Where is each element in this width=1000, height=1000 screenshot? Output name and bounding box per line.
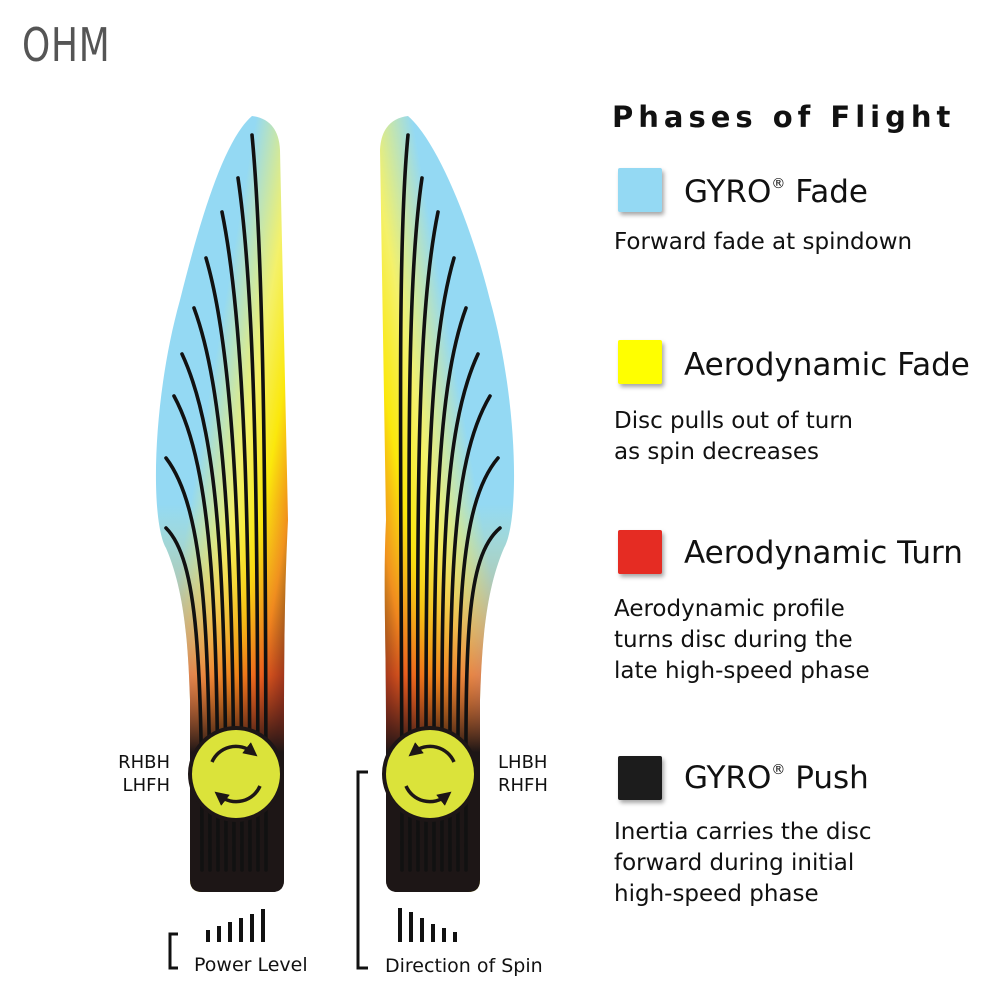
- right-throw-types: LHBH RHFH: [498, 752, 548, 796]
- left-flight-path: [155, 116, 288, 892]
- swatch-gyro-push: [618, 756, 662, 800]
- phase-desc-aero-turn: Aerodynamic profile turns disc during th…: [614, 596, 870, 684]
- phase-name-gyro-push: GYRO® Push: [684, 760, 869, 796]
- right-flight-path: [380, 116, 515, 892]
- legend-title: Phases of Flight: [612, 100, 956, 134]
- phase-desc-aero-fade: Disc pulls out of turn as spin decreases: [614, 408, 853, 465]
- swatch-aero-turn: [618, 530, 662, 574]
- phase-desc-gyro-push: Inertia carries the disc forward during …: [614, 819, 872, 907]
- left-throw-types: RHBH LHFH: [118, 752, 170, 796]
- phase-name-gyro-fade: GYRO® Fade: [684, 174, 868, 210]
- direction-of-spin-icon: [356, 770, 457, 970]
- phase-desc-gyro-fade: Forward fade at spindown: [614, 229, 913, 255]
- brand-logo: OHM: [22, 18, 111, 72]
- direction-of-spin-label: Direction of Spin: [385, 955, 543, 977]
- phase-name-aero-turn: Aerodynamic Turn: [684, 535, 963, 571]
- left-spin-knob: [188, 726, 284, 822]
- phase-name-aero-fade: Aerodynamic Fade: [684, 347, 970, 383]
- right-spin-knob: [382, 726, 478, 822]
- right-spin-arrows-icon: [404, 742, 456, 806]
- swatch-gyro-fade: [618, 168, 662, 212]
- power-level-icon: [168, 909, 265, 970]
- swatch-aero-fade: [618, 340, 662, 384]
- left-spin-arrows-icon: [210, 742, 262, 806]
- power-level-label: Power Level: [194, 954, 308, 976]
